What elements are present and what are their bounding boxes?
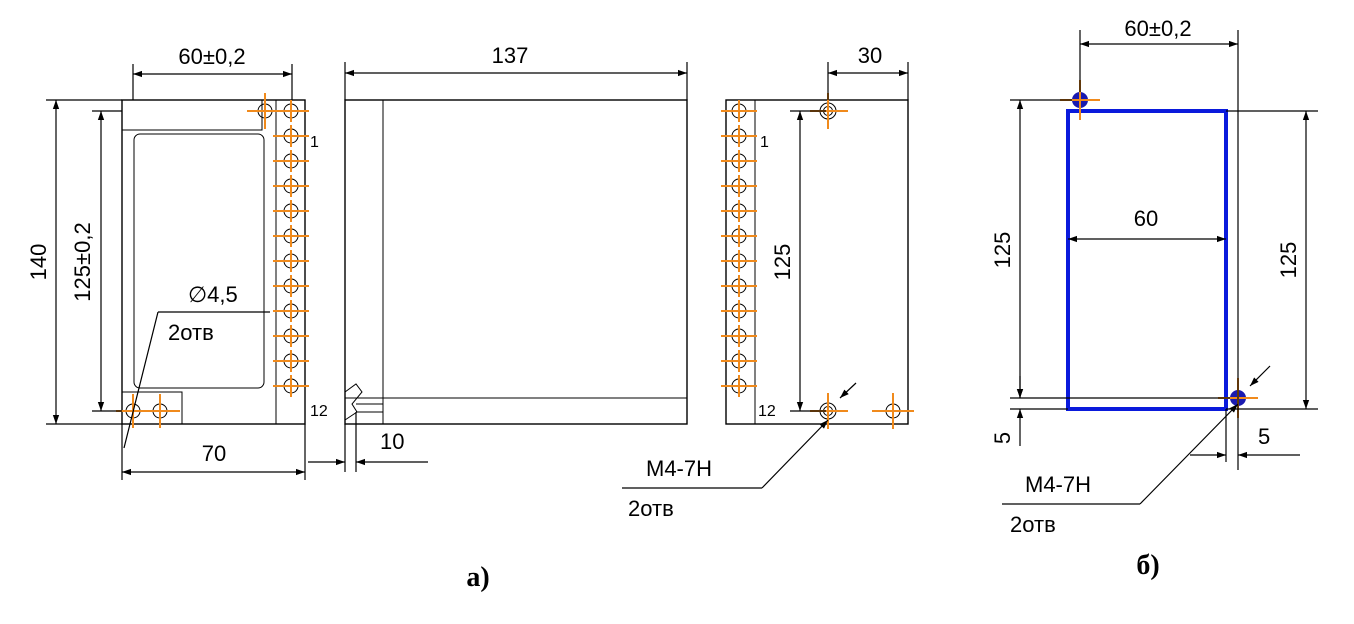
bottom-mounting-flange [121,391,183,425]
front-base-dimension: 70 [202,441,226,466]
rear-terminal-12-label: 12 [758,403,776,420]
cutout-side-offset-dimension: 5 [1258,424,1270,449]
cutout-width-dimension: 60 [1134,206,1158,231]
front-terminal-1-label: 1 [310,134,319,151]
hole-spacing-dimension: 125±0,2 [70,222,95,301]
side-housing-outline [344,99,688,425]
cutout-left-height-dimension: 125 [990,232,1015,269]
rear-terminal-1-label: 1 [760,134,769,151]
cutout-thread-label: М4-7Н [1025,472,1091,497]
side-clip [344,383,363,421]
rear-view: 30 125 М4-7Н 2отв 1 12 [622,43,914,521]
hole-diameter-label: ∅4,5 [188,282,238,307]
caption-view-b: б) [1136,550,1159,581]
panel-cutout-view: 60±0,2 60 125 5 125 5 М4-7Н 2отв [990,16,1318,537]
cutout-right-height-dimension: 125 [1276,242,1301,279]
front-width-dimension: 60±0,2 [178,44,245,69]
cutout-hole-centerline-cross [1060,80,1258,418]
rear-thread-label: М4-7Н [646,456,712,481]
rear-hole-centerline-cross [810,93,914,429]
cutout-thread-leader-line [1139,403,1239,505]
front-terminal-group [273,100,309,397]
rear-hole-spacing-dimension: 125 [770,244,795,281]
cutout-bottom-offset-dimension: 5 [990,432,1015,444]
thread-leader-line [761,419,829,489]
front-window [133,133,265,389]
rear-hole-count-label: 2отв [628,496,674,521]
hole-count-label: 2отв [168,320,214,345]
caption-view-a: а) [466,562,489,593]
front-view: 60±0,2 140 125±0,2 70 ∅4,5 2отв 1 12 [26,44,328,480]
front-height-dimension: 140 [26,244,51,281]
side-clip-dimension: 10 [380,429,404,454]
panel-cutout-rectangle [1066,109,1228,411]
rear-offset-dimension: 30 [858,43,882,68]
front-terminal-12-label: 12 [310,403,328,420]
cutout-hole-spacing-dimension: 60±0,2 [1124,16,1191,41]
top-mounting-flange [121,99,263,131]
side-depth-dimension: 137 [492,43,529,68]
rear-terminal-group [721,100,757,397]
cutout-hole-count-label: 2отв [1010,512,1056,537]
side-view: 137 10 [308,43,688,472]
